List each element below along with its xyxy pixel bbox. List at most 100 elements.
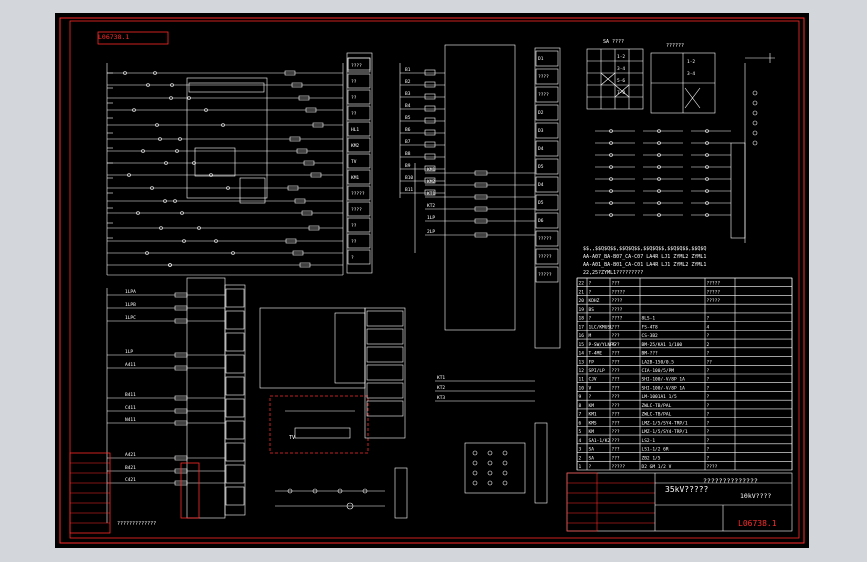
contact-symbol: [609, 189, 613, 193]
terminal-cell: [347, 121, 371, 137]
table-cell: ???: [612, 324, 620, 330]
tv-rect: [294, 427, 351, 439]
table-cell: FS-4T8: [642, 324, 659, 330]
table-cell: ?: [707, 403, 710, 409]
contact-symbol: [150, 186, 154, 190]
table-cell: D2 GM 1/2 V: [642, 464, 672, 470]
table-cell: ???: [612, 447, 620, 453]
indicator: [472, 470, 478, 476]
contact-symbol: [705, 213, 709, 217]
signal-label: 1LP: [427, 215, 435, 221]
terminal-cell: [366, 310, 404, 327]
table-cell: SHI-100/-V/8P 1A: [642, 385, 686, 391]
fuse-symbol: [424, 153, 436, 160]
table-cell: ???: [612, 368, 620, 374]
table-cell: ???: [612, 281, 620, 287]
table-cell: ???: [612, 333, 620, 339]
formula-1: $$,,$$Q$Q$$,$$Q$Q$$,$$Q$Q$$,$$Q$Q$$,$$Q$…: [583, 246, 707, 252]
table-cell: 5: [579, 429, 582, 435]
table-cell: ?????: [612, 289, 626, 295]
contact-symbol: [752, 120, 758, 126]
drawing-number-top: L06738.1: [98, 33, 130, 41]
terminal-cell: [225, 376, 245, 396]
table-cell: LA2B-150/0.5: [642, 359, 675, 365]
feed-label: B9: [405, 163, 411, 169]
terminal-label: ?: [351, 255, 354, 261]
fuse-symbol: [424, 105, 436, 112]
fuse-symbol: [424, 141, 436, 148]
terminal-cell: [535, 266, 559, 283]
terminal-cell: [225, 442, 245, 462]
outer-border: [59, 17, 805, 544]
table-cell: 11: [579, 377, 585, 383]
terminal-label: HL1: [351, 127, 359, 133]
signal-label: KT2: [427, 203, 435, 209]
table-cell: KM: [589, 403, 595, 409]
feed-label: B10: [405, 175, 413, 181]
terminal-cell: [535, 158, 559, 175]
wire-label: 1LP: [125, 349, 133, 355]
table-cell: KMS: [589, 420, 597, 426]
table-cell: 6: [579, 420, 582, 426]
contact-symbol: [609, 201, 613, 205]
table-cell: ???: [612, 412, 620, 418]
terminal-cell: [535, 230, 559, 247]
table-cell: 8LS-1: [642, 316, 656, 322]
table-cell: ?: [707, 429, 710, 435]
title-subtitle-left: 35kV?????: [665, 485, 709, 494]
contact-symbol: [180, 211, 184, 215]
terminal-label: KM2: [351, 143, 359, 149]
coil-symbol: [305, 107, 317, 113]
fuse-symbol: [424, 81, 436, 88]
table-cell: ???: [612, 385, 620, 391]
switch-table-2-title: ??????: [666, 43, 685, 49]
contact-symbol: [752, 140, 758, 146]
contact-symbol: [159, 226, 163, 230]
table-cell: ????: [612, 316, 623, 322]
table-cell: LS1-1/2 6R: [642, 447, 669, 453]
coil-symbol: [294, 198, 306, 204]
terminal-cell: [366, 346, 404, 363]
contact-symbol: [705, 201, 709, 205]
table-cell: BM-???: [642, 351, 659, 357]
contact-symbol: [127, 173, 131, 177]
table-cell: LMZ-1/5/SY4-TRP/1: [642, 429, 688, 435]
terminal-label: ????: [351, 207, 362, 213]
mid-lower-column: [364, 307, 406, 439]
table-cell: ?: [589, 289, 592, 295]
contact-symbol: [123, 71, 127, 75]
table-cell: ???: [612, 394, 620, 400]
central-terminal-block: [444, 44, 516, 331]
terminal-cell: [366, 328, 404, 345]
table-cell: ?: [707, 333, 710, 339]
terminal-cell: [225, 310, 245, 330]
wire-label: 1LPA: [125, 289, 136, 295]
table-cell: M: [589, 333, 592, 339]
contact-symbol: [141, 149, 145, 153]
table-cell: ???: [612, 377, 620, 383]
table-cell: 17: [579, 324, 585, 330]
table-cell: 4: [707, 324, 710, 330]
table-cell: LS2-1: [642, 438, 656, 444]
coil-symbol: [310, 172, 322, 178]
wire-label: N411: [125, 417, 136, 423]
contact-symbol: [173, 199, 177, 203]
terminal-cell: [535, 104, 559, 121]
signal-label: KM2: [427, 179, 435, 185]
table-cell: 9: [579, 394, 582, 400]
wire-label: C421: [125, 477, 136, 483]
signal-label: KT1: [437, 375, 445, 381]
table-cell: BM-25/KA1 1/100: [642, 342, 683, 348]
contact-symbol: [178, 137, 182, 141]
table-cell: CIA-100/5/PM: [642, 368, 675, 374]
table-cell: 1: [579, 464, 582, 470]
table-cell: ???: [612, 429, 620, 435]
table-cell: ?: [707, 377, 710, 383]
contact-symbol: [163, 199, 167, 203]
table-cell: ?????: [707, 298, 721, 304]
terminal-label: ?????: [538, 272, 552, 278]
contact-symbol: [657, 165, 661, 169]
table-cell: SA: [589, 455, 595, 461]
wire-label: 1LPC: [125, 315, 136, 321]
schematic-canvas: ??????????HL1KM2TVKM1??????????????B1B2B…: [59, 17, 805, 544]
